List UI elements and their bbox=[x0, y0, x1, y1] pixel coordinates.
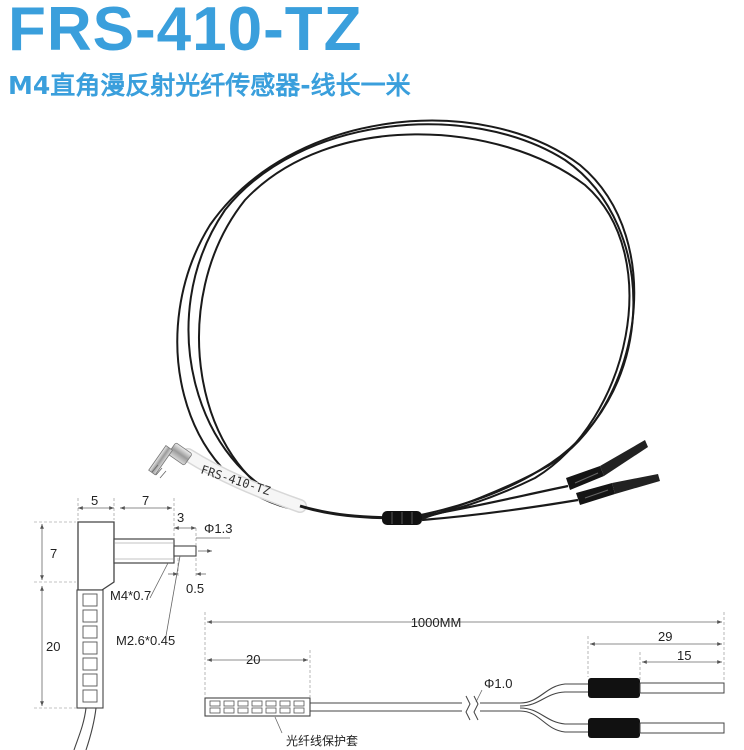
cable-photo: FRS-410-TZ bbox=[148, 119, 660, 525]
fiber-end-cap-upper bbox=[588, 678, 640, 698]
thread-tip-label: M2.6*0.45 bbox=[116, 633, 175, 648]
split-clip bbox=[382, 511, 422, 525]
cable-drawing: 1000MM 20 Φ1.0 29 15 光纤线保护套 bbox=[204, 612, 725, 748]
head-drawing: 5 7 3 Φ1.3 7 0.5 M4*0.7 M2.6*0.45 20 bbox=[34, 493, 232, 750]
fiber-diameter-label: Φ1.0 bbox=[484, 676, 512, 691]
fiber-end-lower bbox=[576, 474, 660, 505]
dim-width-label: 5 bbox=[91, 493, 98, 508]
cable-label: FRS-410-TZ bbox=[199, 463, 272, 499]
product-title: FRS-410-TZ bbox=[8, 0, 363, 64]
sleeve-length-label: 20 bbox=[246, 652, 260, 667]
head-tip bbox=[173, 545, 197, 557]
product-subtitle: M4直角漫反射光纤传感器-线长一米 bbox=[8, 71, 411, 100]
protective-sleeve bbox=[204, 697, 311, 717]
dim-tip-length-label: 3 bbox=[177, 510, 184, 525]
sleeve-ridges bbox=[82, 593, 98, 703]
sensor-head-photo bbox=[148, 442, 192, 479]
tip-length-label: 15 bbox=[677, 648, 691, 663]
end-length-label: 29 bbox=[658, 629, 672, 644]
dim-step-label: 0.5 bbox=[186, 581, 204, 596]
dim-tube-length-label: 7 bbox=[142, 493, 149, 508]
fiber-end-cap-lower bbox=[588, 718, 640, 738]
dim-sleeve-height-label: 20 bbox=[46, 639, 60, 654]
dim-tip-diameter-label: Φ1.3 bbox=[204, 521, 232, 536]
dim-head-height-label: 7 bbox=[50, 546, 57, 561]
thread-main-label: M4*0.7 bbox=[110, 588, 151, 603]
cable-loops bbox=[176, 119, 636, 523]
fiber-end-upper bbox=[566, 440, 648, 490]
total-length-label: 1000MM bbox=[411, 615, 462, 630]
head-tube bbox=[113, 538, 175, 564]
sleeve-name-label: 光纤线保护套 bbox=[286, 734, 358, 748]
head-body bbox=[77, 521, 115, 591]
